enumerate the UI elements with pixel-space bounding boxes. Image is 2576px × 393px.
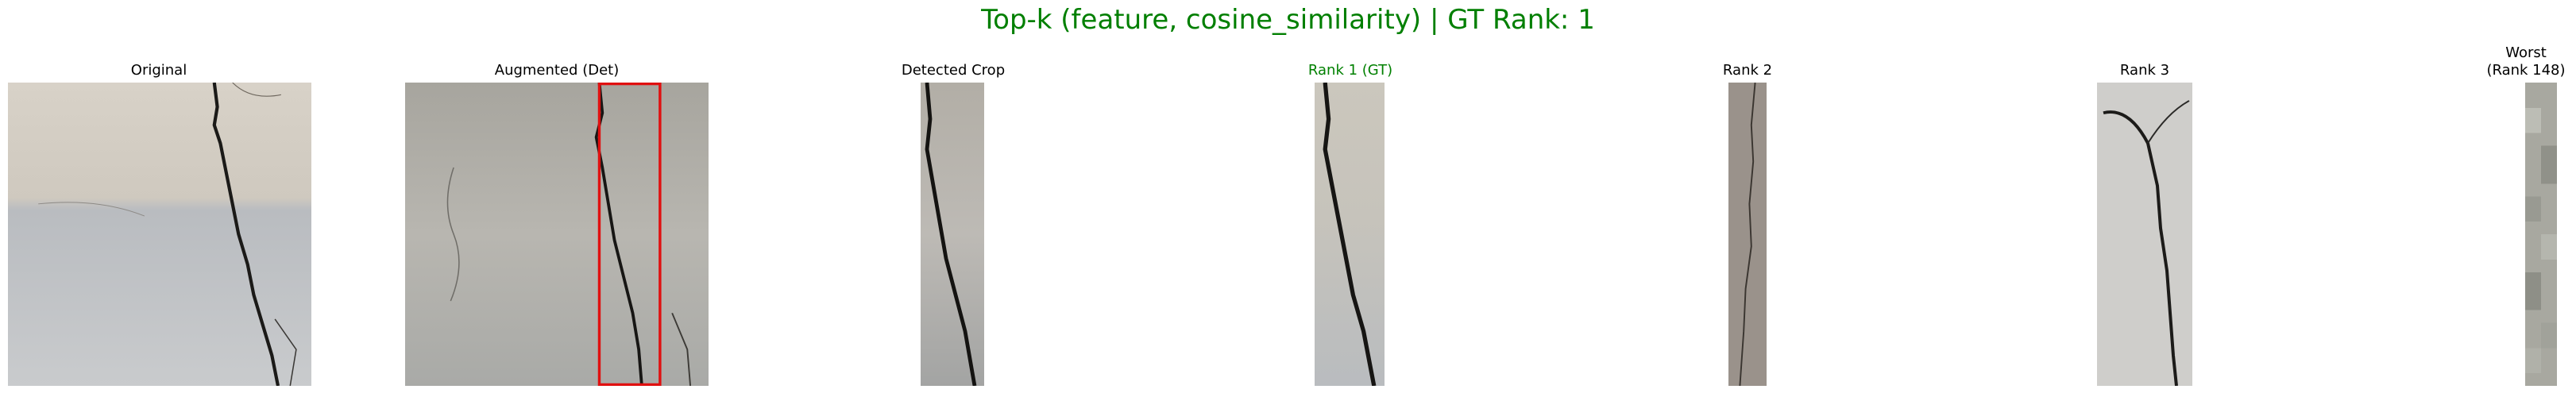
figure-title: Top-k (feature, cosine_similarity) | GT … (981, 4, 1595, 36)
detection-box (597, 83, 662, 386)
worst-image (2525, 83, 2557, 386)
rank1-gt-image (1315, 83, 1385, 386)
panel-label-rank3: Rank 3 (2119, 62, 2170, 79)
panel-label-rank2: Rank 2 (1722, 62, 1773, 79)
panel-label-rank1: Rank 1 (GT) (1307, 62, 1393, 79)
augmented-image (405, 83, 709, 386)
panel-label-original: Original (130, 62, 187, 79)
rank3-image (2097, 83, 2192, 386)
panel-label-augmented: Augmented (Det) (494, 62, 620, 79)
original-image (8, 83, 311, 386)
detected-crop-image (921, 83, 984, 386)
panel-label-detected: Detected Crop (901, 62, 1006, 79)
panel-label-worst: Worst (Rank 148) (2486, 44, 2566, 79)
rank2-image (1728, 83, 1767, 386)
